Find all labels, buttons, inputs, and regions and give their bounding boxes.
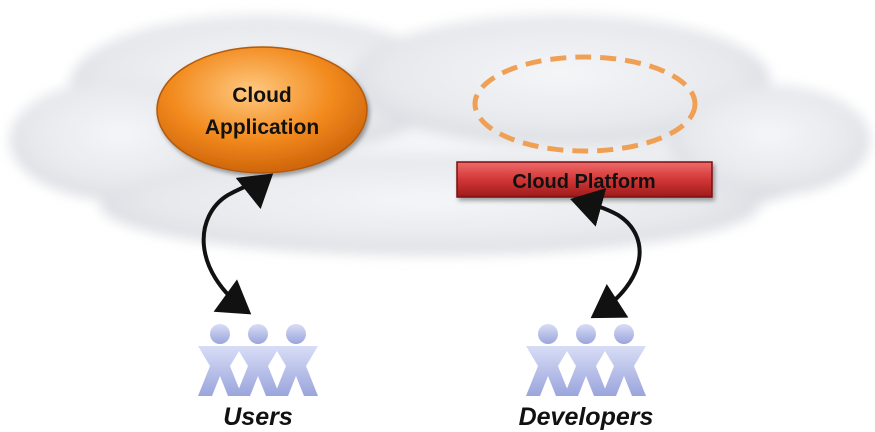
- cloud-application-node: [156, 46, 368, 174]
- cloud-platform-label: Cloud Platform: [512, 171, 655, 193]
- users-group-icon: [198, 324, 318, 396]
- cloud-application-label-line1: Cloud: [232, 84, 291, 107]
- developers-platform-arrow: [570, 188, 642, 319]
- developers-label: Developers: [519, 403, 654, 431]
- cloud-background: [10, 15, 870, 255]
- users-label: Users: [223, 403, 293, 431]
- cloud-application-label-line2: Application: [205, 116, 319, 139]
- developers-group-icon: [526, 324, 646, 396]
- users-application-arrow: [201, 173, 274, 315]
- dashed-outline: [472, 54, 698, 154]
